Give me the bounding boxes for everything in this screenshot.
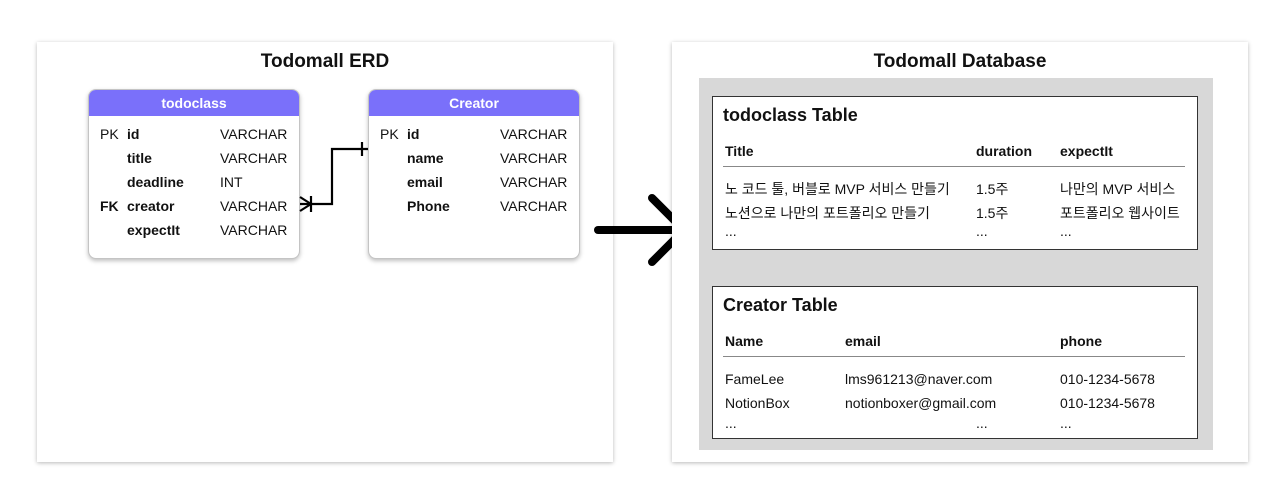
column-header: Name xyxy=(725,333,764,349)
table-cell: ... xyxy=(976,223,988,239)
table-cell: 010-1234-5678 xyxy=(1060,371,1155,387)
attribute-type: VARCHAR xyxy=(500,174,568,190)
attribute-name: creator xyxy=(127,198,175,214)
column-header: duration xyxy=(976,143,1032,159)
attribute-row: PK id VARCHAR xyxy=(89,122,299,146)
table-cell: ... xyxy=(725,415,737,431)
entity-todoclass: todoclass PK id VARCHAR title VARCHAR de… xyxy=(88,89,300,259)
attribute-row: email VARCHAR xyxy=(369,170,579,194)
table-cell: FameLee xyxy=(725,371,785,387)
attribute-name: Phone xyxy=(407,198,450,214)
creator-table: Creator Table Name email phone FameLee l… xyxy=(712,286,1198,439)
attribute-name: id xyxy=(127,126,140,142)
table-cell: ... xyxy=(1060,223,1072,239)
attribute-row: Phone VARCHAR xyxy=(369,194,579,218)
table-cell: 노 코드 툴, 버블로 MVP 서비스 만들기 xyxy=(725,181,950,197)
attribute-row: expectIt VARCHAR xyxy=(89,218,299,242)
table-title: todoclass Table xyxy=(723,105,858,125)
table-cell: NotionBox xyxy=(725,395,790,411)
attribute-name: email xyxy=(407,174,443,190)
attribute-row: PK id VARCHAR xyxy=(369,122,579,146)
attribute-name: expectIt xyxy=(127,222,180,238)
table-cell: notionboxer@gmail.com xyxy=(845,395,997,411)
attribute-row: FK creator VARCHAR xyxy=(89,194,299,218)
attribute-type: VARCHAR xyxy=(220,150,288,166)
entity-creator: Creator PK id VARCHAR name VARCHAR email… xyxy=(368,89,580,259)
attribute-name: deadline xyxy=(127,174,184,190)
attribute-key: PK xyxy=(380,126,399,142)
table-cell: 나만의 MVP 서비스 xyxy=(1060,181,1176,197)
attribute-type: VARCHAR xyxy=(500,150,568,166)
table-cell: ... xyxy=(1060,415,1072,431)
entity-todoclass-header: todoclass xyxy=(89,90,299,116)
attribute-type: INT xyxy=(220,174,243,190)
table-cell: ... xyxy=(976,415,988,431)
column-header: email xyxy=(845,333,881,349)
erd-panel: Todomall ERD todoclass PK id VARCHAR tit… xyxy=(37,42,613,462)
attribute-name: id xyxy=(407,126,420,142)
table-cell: 노션으로 나만의 포트폴리오 만들기 xyxy=(725,205,930,221)
erd-title: Todomall ERD xyxy=(260,51,390,72)
table-cell: 010-1234-5678 xyxy=(1060,395,1155,411)
attribute-row: title VARCHAR xyxy=(89,146,299,170)
attribute-type: VARCHAR xyxy=(220,198,288,214)
database-title: Todomall Database xyxy=(873,51,1047,72)
table-cell: 1.5주 xyxy=(976,205,1009,221)
attribute-name: title xyxy=(127,150,152,166)
attribute-type: VARCHAR xyxy=(220,222,288,238)
attribute-key: FK xyxy=(100,198,119,214)
attribute-row: deadline INT xyxy=(89,170,299,194)
column-header: phone xyxy=(1060,333,1102,349)
todoclass-table: todoclass Table Title duration expectIt … xyxy=(712,96,1198,250)
attribute-name: name xyxy=(407,150,444,166)
database-area: todoclass Table Title duration expectIt … xyxy=(699,78,1213,450)
table-cell: lms961213@naver.com xyxy=(845,371,993,387)
attribute-type: VARCHAR xyxy=(500,198,568,214)
table-cell: 1.5주 xyxy=(976,181,1009,197)
column-header: Title xyxy=(725,143,754,159)
table-title: Creator Table xyxy=(723,295,838,315)
attribute-type: VARCHAR xyxy=(220,126,288,142)
table-cell: ... xyxy=(725,223,737,239)
attribute-key: PK xyxy=(100,126,119,142)
header-divider xyxy=(723,166,1185,167)
relationship-connector xyxy=(299,142,368,212)
relationship-line xyxy=(299,142,368,212)
table-cell: 포트폴리오 웹사이트 xyxy=(1060,205,1180,221)
attribute-type: VARCHAR xyxy=(500,126,568,142)
column-header: expectIt xyxy=(1060,143,1113,159)
attribute-row: name VARCHAR xyxy=(369,146,579,170)
entity-creator-header: Creator xyxy=(369,90,579,116)
header-divider xyxy=(723,356,1185,357)
database-panel: Todomall Database todoclass Table Title … xyxy=(672,42,1248,462)
